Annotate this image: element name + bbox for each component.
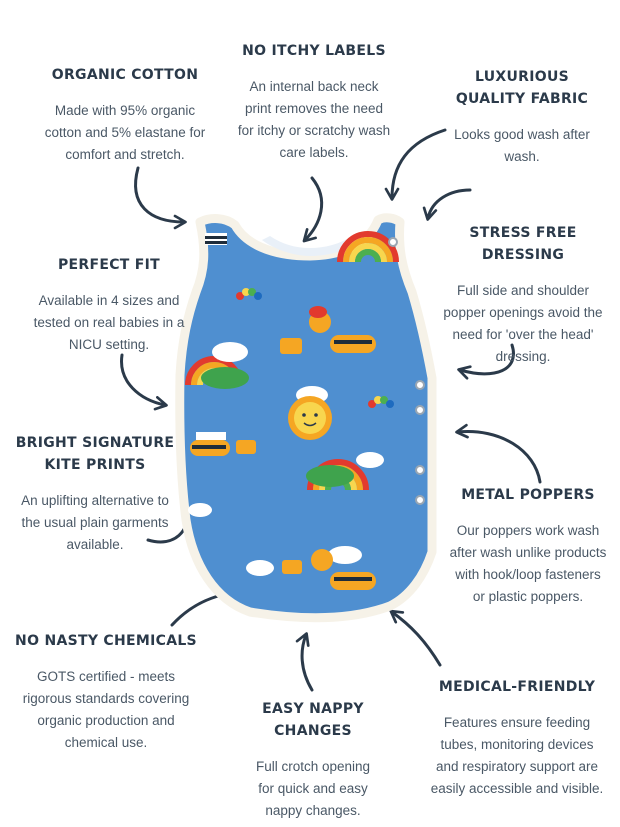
- feature-title: ORGANIC COTTON: [51, 67, 199, 83]
- arrow-luxurious-fabric: [384, 128, 447, 201]
- feature-title: NO ITCHY LABELS: [242, 43, 386, 59]
- rainbow-print-icon: [337, 231, 399, 263]
- feature-text: Looks good wash after wash.: [454, 127, 590, 164]
- arrow-no-itchy-labels: [302, 176, 324, 243]
- arrow-organic-cotton: [134, 166, 187, 230]
- watering-can-print-icon: [280, 338, 302, 354]
- feature-luxurious-fabric: LUXURIOUS QUALITY FABRIC Looks good wash…: [430, 66, 614, 168]
- feature-title: PERFECT FIT: [57, 257, 161, 273]
- feature-text: An uplifting alternative to the usual pl…: [21, 493, 169, 552]
- caterpillar-print-icon: [368, 396, 394, 408]
- feature-stress-free-dressing: STRESS FREE DRESSING Full side and shoul…: [428, 222, 618, 368]
- feature-medical-friendly: MEDICAL-FRIENDLY Features ensure feeding…: [416, 676, 618, 800]
- feature-text: Our poppers work wash after wash unlike …: [449, 523, 607, 604]
- dachshund-print-icon: [309, 306, 376, 353]
- feature-text: An internal back neck print removes the …: [237, 79, 391, 160]
- feature-easy-nappy-changes: EASY NAPPY CHANGES Full crotch opening f…: [222, 698, 404, 822]
- cloud-print-icon: [188, 342, 384, 576]
- feature-text: Features ensure feeding tubes, monitorin…: [430, 715, 604, 796]
- feature-text: GOTS certified - meets rigorous standard…: [22, 669, 190, 750]
- feature-text: Full side and shoulder popper openings a…: [443, 283, 603, 364]
- feature-title: LUXURIOUS QUALITY FABRIC: [455, 69, 589, 107]
- feature-title: METAL POPPERS: [461, 487, 595, 503]
- arrow-metal-poppers: [455, 423, 542, 484]
- dragon-print-icon: [201, 367, 249, 389]
- arrow-perfect-fit: [120, 353, 168, 411]
- caterpillar-print-icon: [236, 288, 262, 300]
- feature-organic-cotton: ORGANIC COTTON Made with 95% organic cot…: [30, 64, 220, 166]
- feature-perfect-fit: PERFECT FIT Available in 4 sizes and tes…: [14, 254, 204, 356]
- feature-title: EASY NAPPY CHANGES: [262, 701, 364, 739]
- dachshund-print-icon: [190, 432, 230, 456]
- feature-no-nasty-chemicals: NO NASTY CHEMICALS GOTS certified - meet…: [8, 630, 204, 754]
- feature-text: Available in 4 sizes and tested on real …: [33, 293, 185, 352]
- feature-metal-poppers: METAL POPPERS Our poppers work wash afte…: [438, 484, 618, 608]
- dachshund-print-icon: [311, 549, 376, 590]
- arrow-medical-friendly: [389, 609, 442, 667]
- feature-kite-prints: BRIGHT SIGNATURE KITE PRINTS An upliftin…: [4, 432, 186, 556]
- sun-print-icon: [288, 396, 332, 440]
- watering-can-print-icon: [282, 560, 302, 574]
- arrow-stress-free: [422, 188, 472, 221]
- feature-no-itchy-labels: NO ITCHY LABELS An internal back neck pr…: [222, 40, 406, 164]
- feature-title: STRESS FREE DRESSING: [469, 225, 577, 263]
- feature-text: Full crotch opening for quick and easy n…: [255, 759, 371, 818]
- arrow-stress-free-lower: [457, 343, 515, 380]
- feature-title: NO NASTY CHEMICALS: [15, 633, 197, 649]
- arrow-nappy-changes: [295, 632, 314, 692]
- feature-title: MEDICAL-FRIENDLY: [438, 679, 596, 695]
- dragon-print-icon: [306, 465, 354, 487]
- feature-text: Made with 95% organic cotton and 5% elas…: [44, 103, 206, 162]
- striped-kite-print-icon: [205, 233, 227, 245]
- watering-can-print-icon: [236, 440, 256, 454]
- feature-title: BRIGHT SIGNATURE KITE PRINTS: [15, 435, 175, 473]
- metal-popper-icon: [388, 237, 425, 505]
